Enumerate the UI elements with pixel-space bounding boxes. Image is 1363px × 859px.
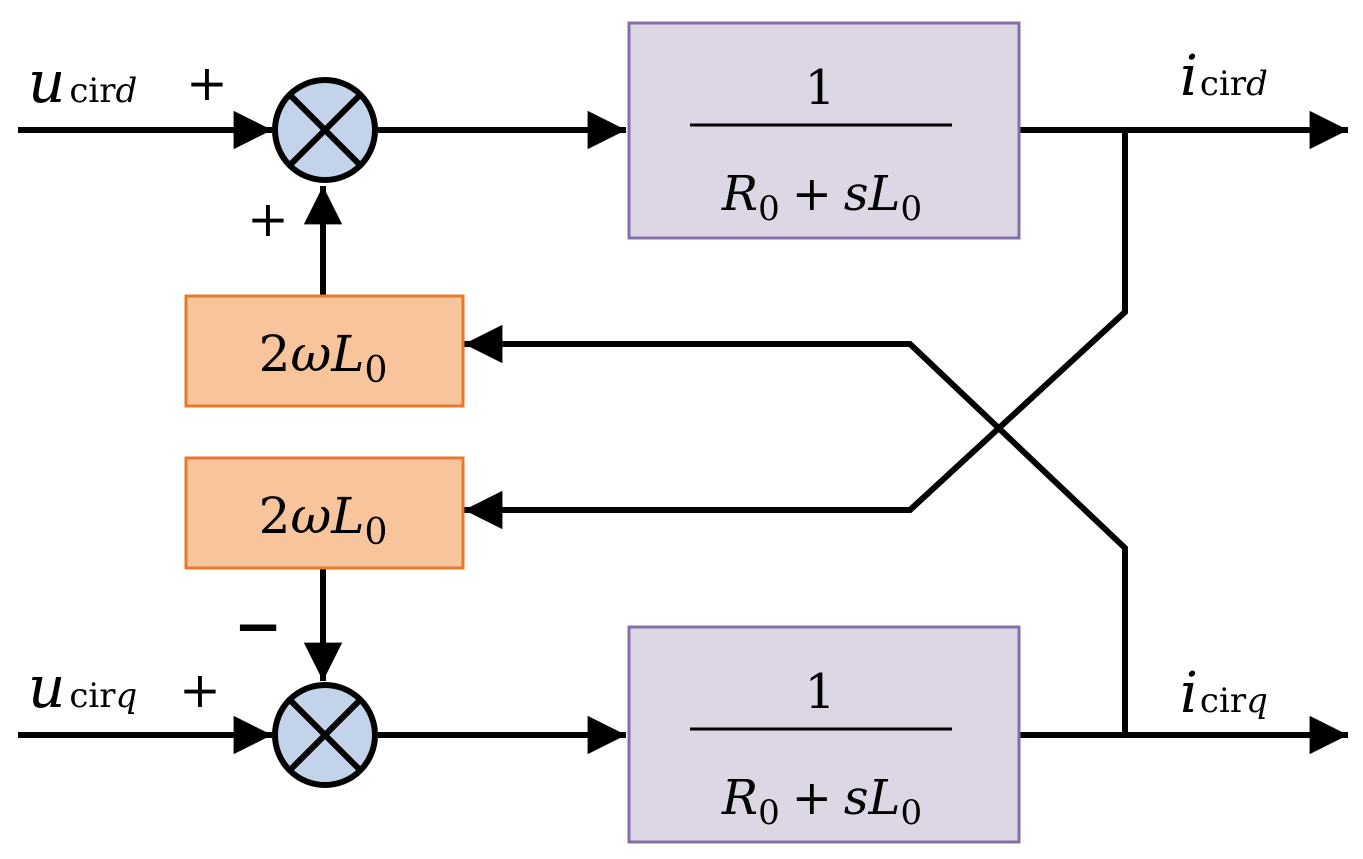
summing-junction-bottom: [272, 682, 378, 788]
sign-bottom-feedback: −: [234, 592, 283, 660]
gain-block-top: 2ωL0: [184, 294, 465, 408]
sign-bottom-input: +: [179, 661, 221, 719]
tf-top-denominator: R0+sL0: [721, 166, 922, 229]
i-cir-q-label: icirq: [1180, 661, 1268, 726]
sign-top-input: +: [186, 54, 228, 112]
summing-junction-top: [272, 77, 378, 183]
tf-bottom-numerator: 1: [805, 664, 836, 720]
i-d-feedback-path: [464, 130, 1128, 530]
tf-top-numerator: 1: [805, 60, 836, 116]
i-q-feedback-path: [464, 324, 1128, 735]
i-cir-d-label: icird: [1180, 44, 1268, 109]
gain-block-bottom: 2ωL0: [184, 456, 465, 570]
transfer-block-top: 1 R0+sL0: [627, 21, 1021, 240]
sign-top-feedback: +: [247, 190, 289, 248]
gain-bottom-label: 2ωL0: [259, 487, 388, 553]
transfer-block-bottom: 1 R0+sL0: [627, 625, 1021, 844]
tf-bottom-denominator: R0+sL0: [721, 770, 922, 833]
gain-top-label: 2ωL0: [259, 325, 388, 391]
